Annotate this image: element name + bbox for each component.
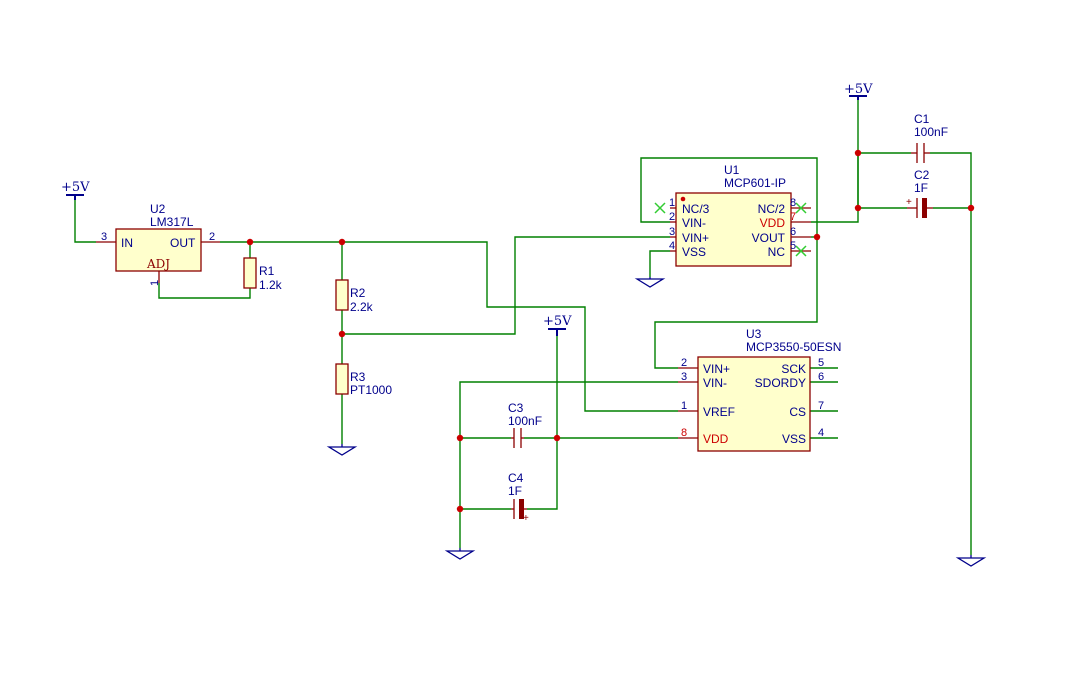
adc-u3[interactable]: U3 MCP3550-50ESN 2 3 1 8 VIN+ VIN- VREF … — [678, 327, 841, 452]
pin-number: 1 — [669, 197, 675, 209]
polarity-mark: + — [523, 513, 529, 524]
pin-name: NC/3 — [682, 202, 710, 216]
pin-name: VSS — [682, 245, 706, 259]
component-ref: R2 — [350, 286, 366, 300]
pin-number: 1 — [149, 280, 161, 286]
component-ref: R1 — [259, 264, 275, 278]
component-value: 100nF — [914, 125, 948, 139]
resistor-r2[interactable]: R2 2.2k — [335, 279, 374, 314]
component-value: 1F — [508, 484, 522, 498]
component-value: PT1000 — [350, 383, 392, 397]
pin-number: 3 — [681, 371, 687, 383]
pin-number: 2 — [209, 231, 215, 243]
opamp-u1[interactable]: U1 MCP601-IP 1 2 3 4 NC/3 VIN- VIN+ VSS … — [669, 163, 811, 267]
pin-name: SCK — [781, 362, 806, 376]
component-ref: R3 — [350, 370, 366, 384]
component-value: MCP3550-50ESN — [746, 340, 841, 354]
ground-symbol-c2 — [955, 555, 987, 567]
pin-number: 7 — [818, 400, 824, 412]
component-value: 1F — [914, 181, 928, 195]
pin-name: CS — [789, 405, 806, 419]
polarity-mark: + — [906, 197, 912, 208]
pin-number: 2 — [681, 357, 687, 369]
power-flag-u2: +5V — [61, 180, 90, 200]
pin-name: NC/2 — [758, 202, 786, 216]
pin-name: VIN+ — [682, 231, 709, 245]
pin-number: 5 — [818, 357, 824, 369]
junction-dot — [813, 233, 821, 241]
component-ref: C1 — [914, 112, 930, 126]
power-label: +5V — [844, 82, 873, 97]
component-ref: C2 — [914, 168, 930, 182]
ground-symbol-r3 — [326, 444, 358, 456]
junction-dots — [246, 149, 975, 513]
ground-symbol-c4 — [444, 548, 476, 560]
junction-dot — [967, 204, 975, 212]
capacitor-c3[interactable]: C3 100nF — [508, 401, 542, 448]
pin-number: 7 — [790, 211, 796, 223]
pin-name: VDD — [703, 432, 729, 446]
resistor-r3[interactable]: R3 PT1000 — [335, 363, 392, 397]
junction-dot — [246, 238, 254, 246]
pin-name: VDD — [760, 216, 786, 230]
component-ref: U2 — [150, 202, 166, 216]
pin-name: SDORDY — [755, 376, 806, 390]
junction-dot — [553, 434, 561, 442]
regulator-u2[interactable]: U2 LM317L IN OUT ADJ 3 2 1 — [96, 202, 220, 286]
capacitor-c4[interactable]: + C4 1F — [508, 471, 529, 524]
pin-number: 4 — [669, 240, 675, 252]
wires — [74, 100, 972, 555]
capacitor-c1[interactable]: C1 100nF — [911, 112, 948, 163]
capacitor-c2[interactable]: + C2 1F — [906, 168, 933, 218]
pin-number: 6 — [818, 371, 824, 383]
junction-dot — [854, 149, 862, 157]
component-ref: U3 — [746, 327, 762, 341]
junction-dot — [456, 505, 464, 513]
component-value: 1.2k — [259, 278, 283, 292]
pin-name: VIN+ — [703, 362, 730, 376]
pin-number: 4 — [818, 427, 824, 439]
pin-name: IN — [121, 236, 133, 250]
component-value: 2.2k — [350, 300, 374, 314]
junction-dot — [338, 330, 346, 338]
component-ref: C4 — [508, 471, 524, 485]
power-label: +5V — [61, 180, 90, 195]
junction-dot — [854, 204, 862, 212]
pin-number: 3 — [669, 226, 675, 238]
pin-name: NC — [768, 245, 786, 259]
resistor-r1[interactable]: R1 1.2k — [243, 257, 283, 292]
pin-number: 2 — [669, 211, 675, 223]
pin-name: VREF — [703, 405, 735, 419]
component-value: 100nF — [508, 414, 542, 428]
pin-number: 8 — [790, 197, 796, 209]
component-value: MCP601-IP — [724, 176, 786, 190]
ground-symbol-u1 — [634, 277, 666, 288]
pin-number: 5 — [790, 240, 796, 252]
power-label: +5V — [543, 314, 572, 329]
pin-name: VIN- — [703, 376, 727, 390]
power-flag-u1: +5V — [844, 82, 873, 100]
junction-dot — [338, 238, 346, 246]
no-connect-markers — [654, 202, 807, 257]
pin-name: OUT — [170, 236, 196, 250]
component-ref: C3 — [508, 401, 524, 415]
pin-name: ADJ — [146, 257, 170, 271]
component-value: LM317L — [150, 215, 194, 229]
pin-number: 3 — [101, 231, 107, 243]
component-ref: U1 — [724, 163, 740, 177]
pin-name: VIN- — [682, 216, 706, 230]
pin-name: VSS — [782, 432, 806, 446]
pin-number: 6 — [790, 226, 796, 238]
power-flag-u3: +5V — [543, 314, 572, 336]
junction-dot — [456, 434, 464, 442]
pin-number: 1 — [681, 400, 687, 412]
pin-name: VOUT — [752, 231, 786, 245]
pin-number: 8 — [681, 427, 687, 439]
